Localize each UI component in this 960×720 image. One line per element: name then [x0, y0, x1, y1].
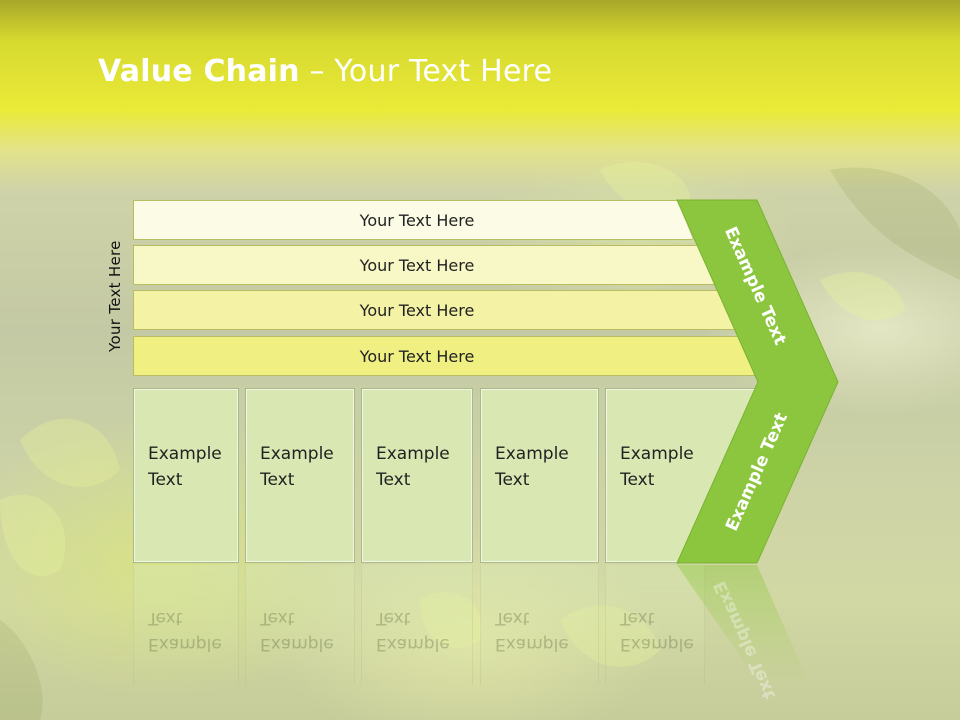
box-2-line-2: Text — [260, 470, 295, 490]
title-bold: Value Chain — [98, 54, 300, 89]
bar-2-label: Your Text Here — [359, 255, 475, 275]
title-rest: – Your Text Here — [299, 54, 553, 89]
box-2-line-1: Example — [260, 444, 334, 464]
bar-1: Your Text Here — [133, 200, 693, 240]
box-1: Example Text — [133, 388, 239, 563]
bar-3: Your Text Here — [133, 290, 739, 330]
box-4-line-2: Text — [495, 470, 530, 490]
bar-4: Your Text Here — [133, 336, 763, 376]
box-5-line-2: Text — [620, 470, 655, 490]
bar-4-label: Your Text Here — [359, 346, 475, 366]
box-1-line-1: Example — [148, 444, 222, 464]
box-1-line-2: Text — [148, 470, 183, 490]
box-5-line-1: Example — [620, 444, 694, 464]
chevron-reflection — [677, 565, 810, 685]
slide-title: Value Chain – Your Text Here — [98, 54, 552, 89]
bar-2: Your Text Here — [133, 245, 716, 285]
box-3-line-2: Text — [376, 470, 411, 490]
box-4-line-1: Example — [495, 444, 569, 464]
box-3-line-1: Example — [376, 444, 450, 464]
bar-1-label: Your Text Here — [359, 210, 475, 230]
box-3: Example Text — [361, 388, 473, 563]
box-4: Example Text — [480, 388, 599, 563]
box-2: Example Text — [245, 388, 355, 563]
chevron-arrow — [676, 199, 839, 564]
bar-3-label: Your Text Here — [359, 300, 475, 320]
